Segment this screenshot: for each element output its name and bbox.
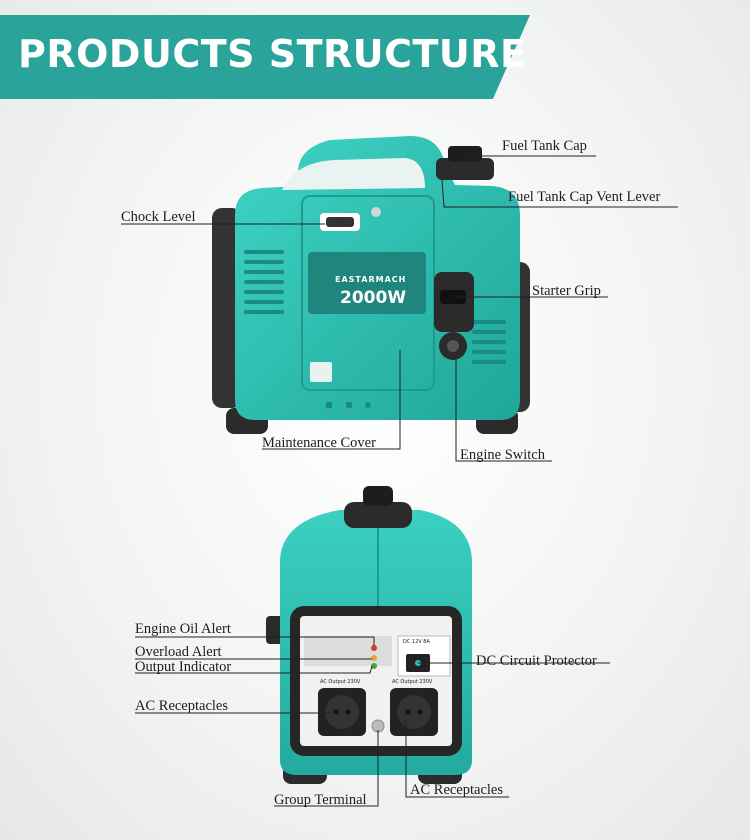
label-maintenance-cover: Maintenance Cover — [262, 435, 376, 451]
label-ac-receptacles-left: AC Receptacles — [135, 698, 229, 714]
page-title: PRODUCTS STRUCTURE — [18, 32, 527, 76]
label-output-indicator: Output Indicator — [135, 659, 232, 675]
label-ac-receptacles-right: AC Receptacles — [410, 782, 504, 798]
rear-generator — [266, 486, 472, 784]
label-engine-switch: Engine Switch — [460, 447, 545, 463]
label-starter-grip: Starter Grip — [532, 283, 601, 299]
callout-lines — [121, 149, 678, 807]
brand-model: 2000W — [340, 288, 407, 308]
label-engine-oil-alert: Engine Oil Alert — [135, 621, 231, 637]
dc-rating-text: DC 12V 8A — [403, 639, 430, 645]
title-banner — [0, 15, 530, 99]
ac-output-left-text: AC Output 230V — [320, 679, 361, 685]
front-generator — [212, 136, 530, 434]
label-fuel-tank-cap: Fuel Tank Cap — [502, 138, 587, 154]
ac-output-right-text: AC Output 230V — [392, 679, 433, 685]
label-choke-level: Chock Level — [121, 209, 196, 225]
brand-logo-text: EASTARMACH — [335, 275, 407, 284]
label-fuel-tank-cap-vent-lever: Fuel Tank Cap Vent Lever — [508, 189, 661, 205]
label-dc-circuit-protector: DC Circuit Protector — [476, 653, 597, 669]
label-overload-alert: Overload Alert — [135, 644, 222, 660]
label-group-terminal: Group Terminal — [274, 792, 367, 808]
